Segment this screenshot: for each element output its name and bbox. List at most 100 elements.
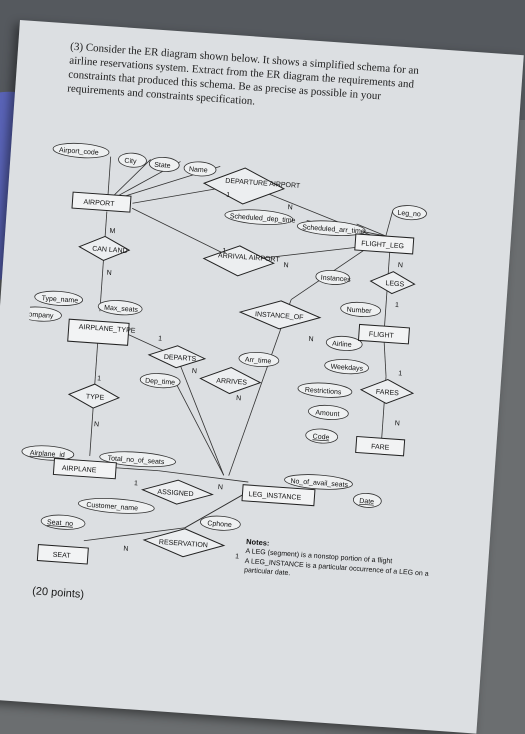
svg-text:Number: Number (346, 306, 372, 315)
attr-cphone: Cphone (200, 515, 241, 531)
svg-text:N: N (94, 421, 100, 428)
svg-text:Restrictions: Restrictions (305, 387, 342, 397)
attr-total-no-of-seats: Total_no_of_seats (99, 451, 176, 468)
entity-flight: FLIGHT (357, 323, 411, 345)
svg-text:N: N (395, 420, 401, 427)
attr-arr-time: Arr_time (238, 351, 280, 368)
svg-text:No_of_avail_seats: No_of_avail_seats (290, 478, 348, 489)
svg-text:1: 1 (235, 553, 239, 560)
rel-instance-of: INSTANCE_OF (238, 300, 322, 330)
rel-arrives: ARRIVES (199, 367, 262, 395)
rel-fares: FARES (359, 378, 415, 405)
svg-text:City: City (124, 158, 137, 166)
svg-text:FARE: FARE (371, 444, 390, 452)
attr-airplane-id: Airplane_id (21, 445, 75, 461)
svg-text:LEGS: LEGS (385, 280, 404, 288)
attr-code: Code (305, 428, 339, 444)
svg-text:Instances: Instances (320, 275, 351, 284)
attr-state: State (148, 156, 180, 172)
svg-text:1: 1 (134, 480, 138, 487)
points-label: (20 points) (31, 585, 85, 601)
svg-text:FLIGHT_LEG: FLIGHT_LEG (361, 240, 404, 250)
svg-text:Leg_no: Leg_no (397, 210, 421, 219)
entity-leg-instance: LEG_INSTANCE (241, 484, 316, 507)
svg-text:Airport_code: Airport_code (59, 147, 99, 157)
svg-text:1: 1 (398, 370, 402, 377)
er-diagram: Airport_code City State Name Leg_no Sche… (17, 142, 427, 565)
svg-text:FARES: FARES (376, 389, 400, 398)
attr-max-seats: Max_seats (97, 300, 143, 316)
svg-text:CAN LAND: CAN LAND (92, 246, 128, 255)
svg-text:N: N (106, 270, 112, 277)
entity-airplane-type: AIRPLANE_TYPE (67, 318, 136, 346)
attr-restrictions: Restrictions (297, 382, 353, 398)
svg-text:Scheduled_dep_time: Scheduled_dep_time (230, 213, 296, 225)
svg-text:ARRIVAL AIRPORT: ARRIVAL AIRPORT (218, 252, 281, 263)
rel-can-land: CAN LAND (78, 235, 131, 261)
svg-text:N: N (308, 336, 314, 343)
attr-number: Number (340, 301, 381, 317)
entity-seat: SEAT (36, 544, 89, 565)
svg-text:N: N (123, 546, 129, 553)
attr-dep-time: Dep_time (139, 373, 181, 389)
paper-sheet: (3) Consider the ER diagram shown below.… (0, 20, 524, 734)
rel-assigned: ASSIGNED (140, 479, 214, 505)
svg-text:Weekdays: Weekdays (330, 364, 363, 373)
svg-text:Dep_time: Dep_time (145, 378, 175, 387)
attr-weekdays: Weekdays (324, 359, 369, 375)
entity-airplane: AIRPLANE (52, 457, 117, 480)
svg-text:1: 1 (222, 248, 226, 255)
svg-text:Scheduled_arr_time: Scheduled_arr_time (302, 224, 365, 235)
attr-sched-arr-time: Scheduled_arr_time (296, 220, 366, 236)
svg-text:Cphone: Cphone (207, 520, 232, 529)
svg-text:M: M (109, 228, 115, 235)
svg-text:Customer_name: Customer_name (86, 502, 138, 513)
svg-text:TYPE: TYPE (86, 394, 105, 402)
svg-text:AIRPLANE: AIRPLANE (62, 465, 97, 474)
svg-text:N: N (398, 262, 404, 269)
attr-airport-code: Airport_code (52, 142, 110, 159)
attr-airline: Airline (325, 335, 363, 351)
entity-flight-leg: FLIGHT_LEG (354, 233, 415, 255)
attr-company: Company (17, 306, 62, 322)
rel-arrival-airport: ARRIVAL AIRPORT (202, 245, 281, 277)
rel-legs: LEGS (369, 271, 416, 295)
attr-date: Date (352, 492, 382, 508)
svg-text:N: N (236, 395, 242, 402)
rel-departs: DEPARTS (147, 345, 207, 369)
attr-leg-no: Leg_no (392, 205, 427, 221)
svg-text:N: N (287, 204, 293, 211)
svg-text:Max_seats: Max_seats (104, 305, 139, 314)
attr-instances: Instances (315, 269, 351, 285)
attr-name: Name (183, 161, 217, 177)
question-text: (3) Consider the ER diagram shown below.… (66, 40, 420, 108)
attr-customer-name: Customer_name (78, 498, 155, 514)
rel-type: TYPE (67, 383, 121, 409)
svg-text:LEG_INSTANCE: LEG_INSTANCE (248, 491, 301, 502)
svg-text:N: N (218, 484, 224, 491)
svg-text:Airplane_id: Airplane_id (30, 450, 66, 459)
svg-text:ASSIGNED: ASSIGNED (157, 489, 194, 499)
entity-fare: FARE (355, 435, 406, 457)
svg-text:1: 1 (158, 335, 162, 342)
svg-text:Code: Code (312, 433, 329, 441)
rel-reservation: RESERVATION (142, 528, 226, 558)
svg-text:Type_name: Type_name (41, 295, 78, 305)
svg-text:Total_no_of_seats: Total_no_of_seats (107, 455, 165, 466)
attr-type-name: Type_name (34, 290, 84, 306)
svg-text:AIRPLANE_TYPE: AIRPLANE_TYPE (78, 324, 135, 335)
svg-text:RESERVATION: RESERVATION (159, 539, 208, 549)
svg-text:1: 1 (97, 375, 101, 382)
svg-text:SEAT: SEAT (53, 552, 72, 560)
svg-text:ARRIVES: ARRIVES (216, 378, 247, 387)
svg-text:Name: Name (189, 166, 208, 174)
svg-text:State: State (154, 162, 171, 170)
attr-amount: Amount (308, 404, 349, 420)
svg-text:INSTANCE_OF: INSTANCE_OF (255, 311, 304, 321)
svg-text:N: N (283, 262, 289, 269)
cardinality-labels: 1 N 1 N M N N 1 N 1 N N 1 N 1 N 1 N N 1 (94, 192, 404, 561)
svg-text:Date: Date (359, 498, 374, 506)
svg-text:DEPARTS: DEPARTS (164, 354, 197, 363)
svg-text:Arr_time: Arr_time (245, 357, 272, 366)
svg-text:FLIGHT: FLIGHT (369, 331, 395, 340)
